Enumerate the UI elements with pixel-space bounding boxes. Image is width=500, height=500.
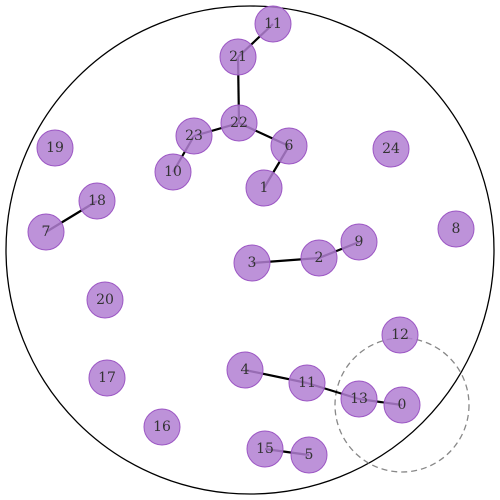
- node-label: 15: [256, 441, 274, 457]
- node-circle: [233, 244, 271, 282]
- node-18: 18: [78, 182, 116, 220]
- node-22: 22: [220, 104, 258, 142]
- node-15: 15: [246, 430, 284, 468]
- node-label: 10: [164, 164, 182, 180]
- node-circle: [78, 182, 116, 220]
- node-circle: [245, 169, 283, 207]
- node-circle: [254, 5, 292, 43]
- node-20: 20: [86, 281, 124, 319]
- node-circle: [154, 153, 192, 191]
- node-label: 23: [185, 128, 203, 144]
- node-13: 13: [340, 380, 378, 418]
- node-2: 2: [300, 239, 338, 277]
- node-circle: [372, 130, 410, 168]
- node-label: 9: [355, 234, 364, 250]
- node-label: 11: [264, 16, 282, 32]
- node-circle: [270, 127, 308, 165]
- node-circle: [383, 386, 421, 424]
- node-label: 3: [248, 255, 257, 271]
- node-label: 2: [315, 250, 324, 266]
- node-circle: [86, 281, 124, 319]
- node-circle: [340, 380, 378, 418]
- node-label: 16: [153, 419, 171, 435]
- node-16: 16: [143, 408, 181, 446]
- node-label: 24: [382, 141, 400, 157]
- node-circle: [219, 38, 257, 76]
- node-label: 17: [98, 370, 116, 386]
- node-0: 0: [383, 386, 421, 424]
- node-circle: [437, 210, 475, 248]
- node-circle: [175, 117, 213, 155]
- node-circle: [226, 351, 264, 389]
- node-6: 6: [270, 127, 308, 165]
- node-circle: [27, 213, 65, 251]
- node-label: 19: [46, 140, 64, 156]
- node-circle: [288, 364, 326, 402]
- node-label: 1: [260, 180, 269, 196]
- node-21: 21: [219, 38, 257, 76]
- node-circle: [381, 316, 419, 354]
- node-label: 11: [298, 375, 316, 391]
- node-label: 8: [452, 221, 461, 237]
- node-label: 7: [42, 224, 51, 240]
- node-5: 5: [290, 436, 328, 474]
- node-23: 23: [175, 117, 213, 155]
- node-circle: [290, 436, 328, 474]
- node-circle: [36, 129, 74, 167]
- node-4: 4: [226, 351, 264, 389]
- node-label: 12: [391, 327, 409, 343]
- node-3: 3: [233, 244, 271, 282]
- node-11b: 11: [288, 364, 326, 402]
- node-label: 18: [88, 193, 106, 209]
- node-12: 12: [381, 316, 419, 354]
- node-9: 9: [340, 223, 378, 261]
- node-circle: [143, 408, 181, 446]
- node-label: 0: [398, 397, 407, 413]
- node-label: 4: [241, 362, 250, 378]
- node-1: 1: [245, 169, 283, 207]
- node-circle: [300, 239, 338, 277]
- node-circle: [220, 104, 258, 142]
- node-label: 22: [230, 115, 248, 131]
- node-circle: [246, 430, 284, 468]
- node-label: 21: [229, 49, 247, 65]
- node-label: 5: [305, 447, 314, 463]
- node-8: 8: [437, 210, 475, 248]
- node-label: 20: [96, 292, 114, 308]
- boundary-circle: [5, 5, 495, 495]
- node-11a: 11: [254, 5, 292, 43]
- node-19: 19: [36, 129, 74, 167]
- node-circle: [88, 359, 126, 397]
- node-circle: [340, 223, 378, 261]
- node-label: 13: [350, 391, 368, 407]
- node-17: 17: [88, 359, 126, 397]
- node-24: 24: [372, 130, 410, 168]
- node-10: 10: [154, 153, 192, 191]
- node-label: 6: [285, 138, 294, 154]
- node-7: 7: [27, 213, 65, 251]
